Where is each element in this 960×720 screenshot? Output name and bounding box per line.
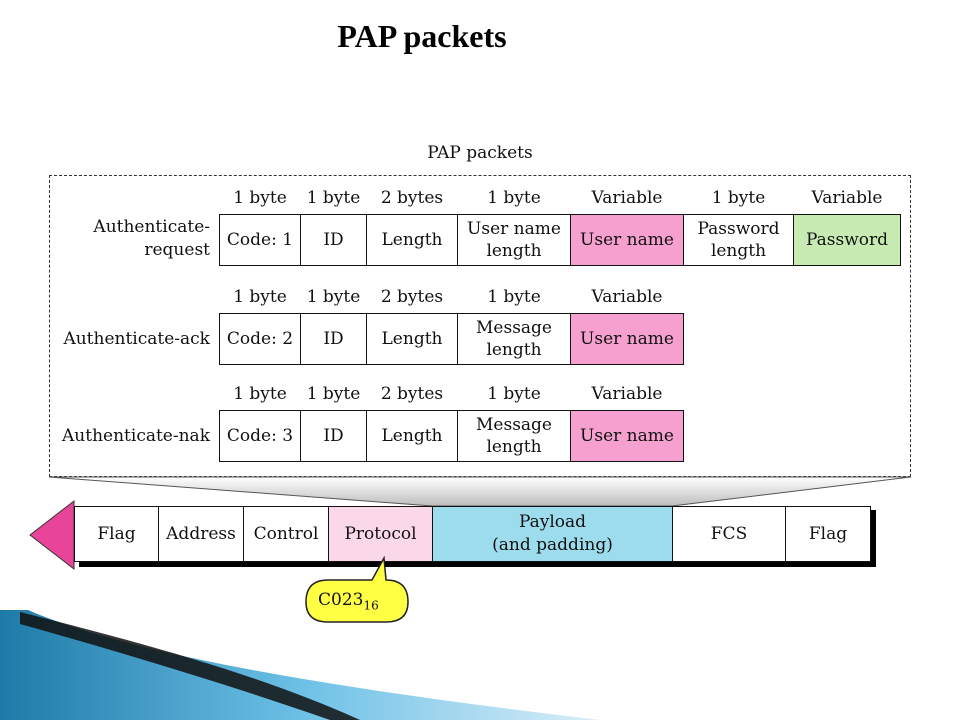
row-label-authenticate-ack: Authenticate-ack [63,329,210,349]
field-code: Code: 2 [219,313,301,365]
diagram-caption: PAP packets [427,143,533,163]
field-id: ID [300,410,367,462]
field-size: 2 bytes [380,188,444,208]
frame-address: Address [158,506,244,562]
field-size: 1 byte [233,384,287,404]
field-length: Length [366,313,458,365]
frame-control: Control [243,506,329,562]
field-message-length: Message length [457,410,571,462]
field-size: 1 byte [711,188,766,208]
frame-protocol: Protocol [328,506,433,562]
slide-title: PAP packets [337,18,507,54]
field-code: Code: 3 [219,410,301,462]
field-password-length: Password length [683,214,794,266]
frame-flag-end: Flag [785,506,871,562]
frame-flag-start: Flag [74,506,159,562]
field-code: Code: 1 [219,214,301,266]
row-label-authenticate-request: Authenticate- request [93,217,210,260]
field-id: ID [300,214,367,266]
row-label-authenticate-nak: Authenticate-nak [62,426,210,446]
field-size: 1 byte [306,384,361,404]
field-size: Variable [811,188,883,208]
field-user-name: User name [570,313,684,365]
field-size: Variable [591,287,663,307]
protocol-callout-bubble [305,556,409,623]
slide-swoosh-decoration [0,610,600,720]
field-size: 1 byte [233,188,287,208]
field-size: 2 bytes [380,384,444,404]
field-size: 2 bytes [380,287,444,307]
field-size: Variable [591,188,663,208]
frame-fcs: FCS [672,506,786,562]
field-id: ID [300,313,367,365]
frame-payload: Payload (and padding) [432,506,673,562]
field-user-name: User name [570,410,684,462]
field-user-name: User name [570,214,684,266]
field-size: Variable [591,384,663,404]
protocol-value-label: C02316 [318,590,379,613]
flag-arrow-icon [29,499,75,571]
field-user-name-length: User name length [457,214,571,266]
field-size: 1 byte [306,188,361,208]
field-size: 1 byte [487,287,541,307]
field-size: 1 byte [487,384,541,404]
field-size: 1 byte [487,188,541,208]
field-size: 1 byte [233,287,287,307]
field-password: Password [793,214,901,266]
field-size: 1 byte [306,287,361,307]
field-length: Length [366,214,458,266]
